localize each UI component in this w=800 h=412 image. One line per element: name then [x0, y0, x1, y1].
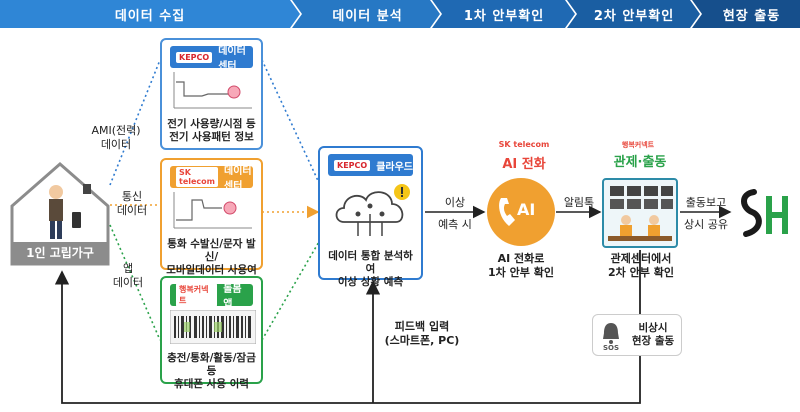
step-label-collect: 데이터 수집 — [114, 9, 186, 24]
phone-icon — [499, 198, 515, 226]
step-label-analyze: 데이터 분석 — [332, 9, 403, 24]
care-card-title: 돌봄 앱 — [223, 284, 242, 310]
step-shape-2 — [292, 0, 440, 28]
phone-usage-barcode-icon — [170, 310, 256, 344]
kepco-cloud-card: KEPCO 클라우드 데이터 통합 분석하여 이상 상황 예측 — [318, 146, 423, 288]
dotted-link-care-cloud — [261, 239, 321, 341]
dispatch-report-label: 출동보고 — [685, 196, 727, 209]
cloud-analysis-icon — [335, 184, 410, 236]
ai-call-title: AI 전화 — [502, 157, 546, 172]
step-shape-1 — [0, 0, 300, 28]
step-label-first-check: 1차 안부확인 — [463, 9, 545, 24]
kepco-data-center-card: KEPCO 데이터 센터 전기 사용량/시점 등 전기 사용패턴 정보 — [160, 38, 263, 150]
dotted-link-kepco-cloud — [261, 59, 321, 186]
care-logo: 행복커넥트 — [176, 283, 218, 307]
cloud-card-title: 클라우드 — [376, 161, 414, 173]
ai-badge-text: AI — [517, 200, 536, 219]
anomaly-label-bottom: 예측 시 — [438, 218, 472, 231]
telecom-usage-graph-icon — [173, 192, 252, 229]
dotted-link-ami — [109, 59, 161, 186]
alimtalk-label: 알림톡 — [563, 196, 595, 209]
step-shape-4 — [567, 0, 700, 28]
app-data-label: 앱 데이터 — [112, 262, 144, 289]
telecom-data-label: 통신 데이터 — [116, 190, 148, 217]
care-card-header: 행복커넥트 돌봄 앱 — [170, 283, 253, 310]
power-usage-graph-icon — [173, 72, 252, 109]
cloud-card-caption: 데이터 통합 분석하여 이상 상황 예측 — [328, 250, 413, 288]
dispatch-share-label: 상시 공유 — [684, 218, 728, 231]
household-label: 1인 고립가구 — [26, 246, 94, 260]
care-card-caption: 충전/통화/활동/잠금 등 휴대폰 사용 이력 — [167, 352, 256, 390]
emergency-dispatch-box: SOS 비상시 현장 출동 — [592, 314, 682, 356]
skt-card-title: 데이터 센터 — [224, 166, 252, 192]
feedback-label: 피드백 입력 (스마트폰, PC) — [384, 320, 460, 347]
household-block: 1인 고립가구 — [10, 160, 110, 268]
care-app-card: 행복커넥트 돌봄 앱 충전/통화/활동/잠금 등 휴대폰 사용 이력 — [160, 276, 263, 390]
kepco-card-caption: 전기 사용량/시점 등 전기 사용패턴 정보 — [167, 118, 256, 143]
emergency-caption: 비상시 현장 출동 — [631, 322, 675, 347]
step-shape-3 — [432, 0, 575, 28]
control-caption: 관제센터에서 2차 안부 확인 — [608, 252, 674, 279]
dotted-link-app — [109, 224, 161, 341]
ami-data-label: AMI(전력) 데이터 — [91, 124, 141, 151]
control-title: 관제·출동 — [613, 155, 667, 170]
house-icon — [10, 162, 110, 266]
control-center-illustration — [602, 178, 678, 248]
step-label-dispatch: 현장 출동 — [722, 9, 781, 24]
cloud-card-header: KEPCO 클라우드 — [328, 154, 413, 176]
skt-card-header: SK telecom 데이터 센터 — [170, 166, 253, 192]
sh-logo-graphic — [741, 189, 788, 237]
cloud-kepco-logo: KEPCO — [334, 159, 371, 171]
kepco-logo: KEPCO — [176, 51, 213, 63]
skt-data-center-card: SK telecom 데이터 센터 통화 수발신/문자 발신/ 모바일데이터 사… — [160, 158, 263, 289]
control-brand: 행복커넥트 — [621, 141, 655, 149]
kepco-card-title: 데이터 센터 — [218, 46, 246, 72]
process-steps-banner: 데이터 수집 데이터 분석 1차 안부확인 2차 안부확인 현장 출동 — [0, 0, 800, 28]
anomaly-label-top: 이상 — [444, 196, 466, 209]
sos-bell-icon — [603, 323, 619, 344]
step-label-second-check: 2차 안부확인 — [593, 9, 675, 24]
steps-background — [0, 0, 800, 28]
monitoring-room-icon — [608, 186, 673, 241]
ai-call-caption: AI 전화로 1차 안부 확인 — [488, 252, 554, 279]
kepco-card-header: KEPCO 데이터 센터 — [170, 46, 253, 72]
ai-call-badge: AI — [487, 178, 555, 246]
ai-call-brand: SK telecom — [498, 140, 550, 149]
sos-label: SOS — [602, 344, 620, 352]
step-shape-5 — [692, 0, 800, 28]
skt-logo: SK telecom — [176, 167, 218, 187]
sh-logo: SH — [736, 186, 794, 240]
